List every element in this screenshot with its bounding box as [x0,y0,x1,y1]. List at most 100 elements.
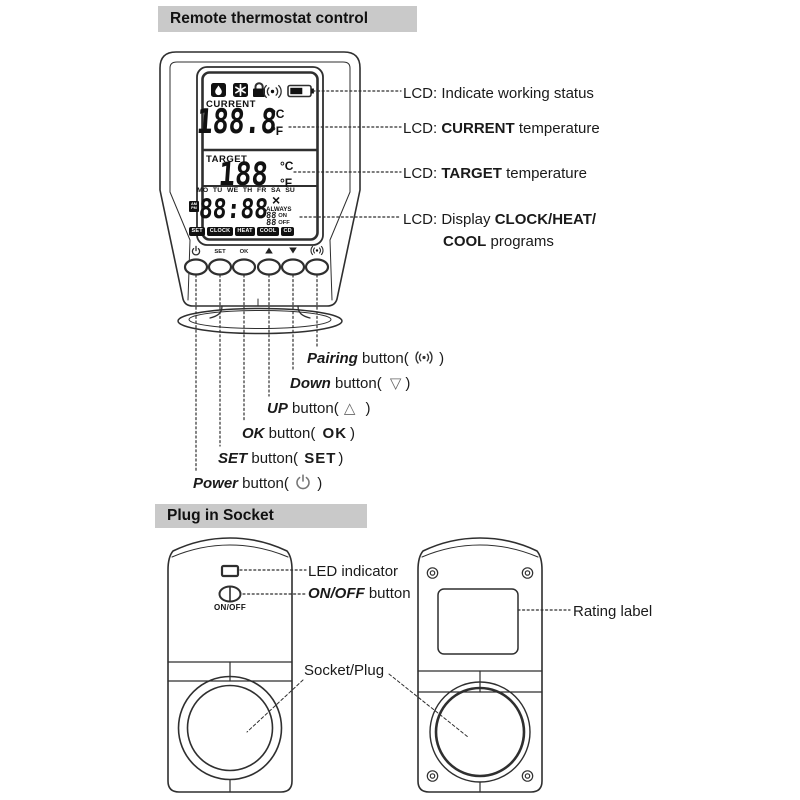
callout-working-status: LCD: Indicate working status [403,84,594,103]
lcd-off-label: OFF [278,219,290,226]
set-glyph: SET [304,450,337,467]
pairing-icon [415,351,433,364]
callout-leader-lines [288,90,402,218]
plug-circle [429,681,531,783]
battery-icon [287,84,314,98]
callout-programs-bold1: CLOCK/HEAT/ [494,211,597,228]
callout-current-rest: temperature [514,120,600,137]
callout-set-button: SET button( SET) [218,449,343,468]
callout-programs-line2: COOL programs [403,231,596,253]
down-glyph: ▽ [389,374,402,392]
onoff-bold: ON/OFF [308,585,365,602]
cool-snowflake-icon [233,83,248,97]
socket-plug-leader-lines [246,673,469,738]
ok-glyph: OK [322,425,348,442]
socket-hole [177,675,283,781]
power-end: ) [317,475,323,492]
lcd-tag-clock: CLOCK [207,227,233,236]
up-button [256,258,282,276]
lcd-tag-set: SET [189,227,206,236]
section-header-thermostat: Remote thermostat control [158,6,417,32]
up-glyph: △ [343,399,356,417]
rating-label-text: Rating label [573,603,653,620]
lcd-am-label: AM [191,202,197,206]
label-led-indicator: LED indicator [308,562,398,581]
set-end: ) [338,450,344,467]
down-name: Down [290,375,331,392]
callout-working-status-text: LCD: Indicate working status [403,85,594,102]
lcd-on-row: 88 ON [266,211,287,221]
lcd-tag-cool: COOL [257,227,279,236]
ok-button-caption: OK [239,248,249,255]
ok-end: ) [350,425,356,442]
power-mid: button( [238,475,289,492]
lcd-target-label: TARGET [206,154,248,165]
callout-power-button: Power button( ) [193,473,322,493]
lcd-frame [196,66,324,246]
callout-down-button: Down button( ▽) [290,374,410,393]
lcd-clock-value: 88:88 [197,194,270,225]
lcd-current-label: CURRENT [206,99,256,110]
up-mid: button( [287,400,339,417]
lcd-current-value: 188.8 [195,102,279,142]
section-header-thermostat-label: Remote thermostat control [170,10,369,27]
onoff-rest: button [364,585,411,602]
section-header-socket: Plug in Socket [155,504,367,528]
callout-current-prefix: LCD: [403,120,442,137]
callout-pairing-button: Pairing button( ) [307,349,444,368]
lcd-target-unit-f: °F [280,176,293,190]
power-button [183,258,209,276]
led-indicator [220,564,240,578]
power-mini-icon [191,245,201,256]
lcd-on-label: ON [278,212,287,219]
lcd-off-row: 88 OFF [266,218,290,228]
up-end: ) [365,400,371,417]
set-mid: button( [247,450,299,467]
lcd-always-label: ALWAYS [266,205,292,213]
lcd-mode-tags: SET CLOCK HEAT COOL CD [189,227,295,236]
power-name: Power [193,475,239,492]
button-leader-lines [195,274,318,472]
thermostat-body [159,51,361,319]
down-mid: button( [330,375,382,392]
onoff-switch-caption: ON/OFF [213,603,247,612]
power-icon [296,474,310,490]
label-rating: Rating label [573,602,652,621]
callout-current-bold: CURRENT [441,120,515,137]
callout-target-prefix: LCD: [403,165,442,182]
pairing-name: Pairing [307,350,358,367]
lcd-tag-heat: HEAT [234,227,256,236]
pairing-end: ) [439,350,445,367]
ok-name: OK [242,425,265,442]
screw-icons [426,567,534,782]
socket-leader-lines [239,569,571,611]
lcd-cross-mark: × [272,192,281,208]
callout-up-button: UP button( △) [267,399,370,418]
callout-programs-prefix: LCD: Display [403,211,495,228]
pairing-mid: button( [357,350,409,367]
down-button [280,258,306,276]
callout-ok-button: OK button( OK) [242,424,355,443]
lcd-target-unit-c: °C [280,159,294,173]
label-socket-plug: Socket/Plug [304,661,384,680]
down-mini-icon [289,247,297,254]
lcd-ampm-indicator: AM PM [189,201,199,212]
up-name: UP [267,400,288,417]
heat-flame-icon [211,83,226,97]
set-button-caption: SET [214,248,226,255]
lcd-days-row: MO TU WE TH FR SA SU [197,186,296,194]
callout-programs-bold2: COOL [443,233,487,250]
lcd-current-unit-f: °F [271,124,284,138]
wireless-icon [263,84,282,99]
ok-mid: button( [264,425,316,442]
set-name: SET [218,450,248,467]
lcd-tag-cd: CD [280,227,295,236]
socket-plug-text: Socket/Plug [304,662,385,679]
down-end: ) [405,375,411,392]
socket-back-body [417,537,543,793]
pairing-mini-icon [310,245,324,256]
callout-target-rest: temperature [501,165,587,182]
callout-programs: LCD: Display CLOCK/HEAT/ COOL programs [403,209,596,253]
